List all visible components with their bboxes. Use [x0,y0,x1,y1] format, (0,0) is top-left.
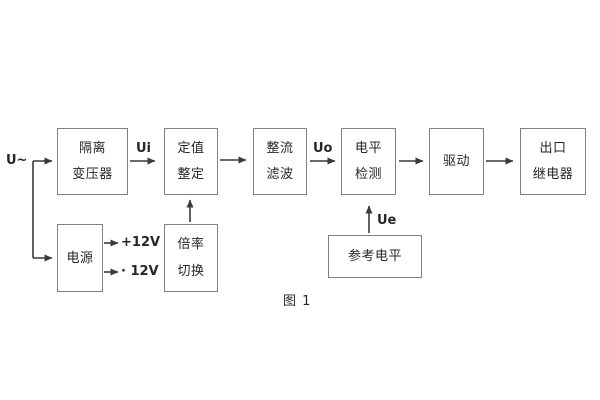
block-rectifier-filter: 整流 滤波 [253,128,307,195]
block-label: 继电器 [532,167,574,182]
block-label: 滤波 [266,167,294,182]
block-reference-level: 参考电平 [328,235,422,278]
block-label: 出口 [539,141,567,156]
block-output-relay: 出口 继电器 [520,128,586,195]
block-label: 定值 [177,141,205,156]
block-label: 参考电平 [347,249,402,264]
block-label: 电源 [66,250,94,266]
block-label: 变压器 [72,167,113,182]
block-drive: 驱动 [429,128,484,195]
block-ratio-switch: 倍率 切换 [164,224,218,292]
block-level-detection: 电平 检测 [341,128,396,195]
label-ui: Ui [136,141,152,156]
block-label: 驱动 [442,154,470,169]
block-label: 整流 [266,141,294,156]
block-label: 整定 [177,167,205,182]
block-isolation-transformer: 隔离 变压器 [57,128,128,195]
block-label: 电平 [354,141,382,156]
label-uo: Uo [313,141,333,156]
block-label: 隔离 [78,141,106,156]
label-ue: Ue [377,213,397,228]
figure-caption: 图 1 [283,294,312,309]
block-setpoint-setting: 定值 整定 [164,128,218,195]
block-label: 切换 [177,263,205,279]
label-input-voltage: U~ [6,153,28,168]
block-label: 倍率 [177,237,205,253]
block-label: 检测 [354,167,382,182]
block-power-supply: 电源 [57,224,103,292]
label-rail-negative: · 12V [121,264,159,279]
label-rail-positive: +12V [121,235,161,250]
